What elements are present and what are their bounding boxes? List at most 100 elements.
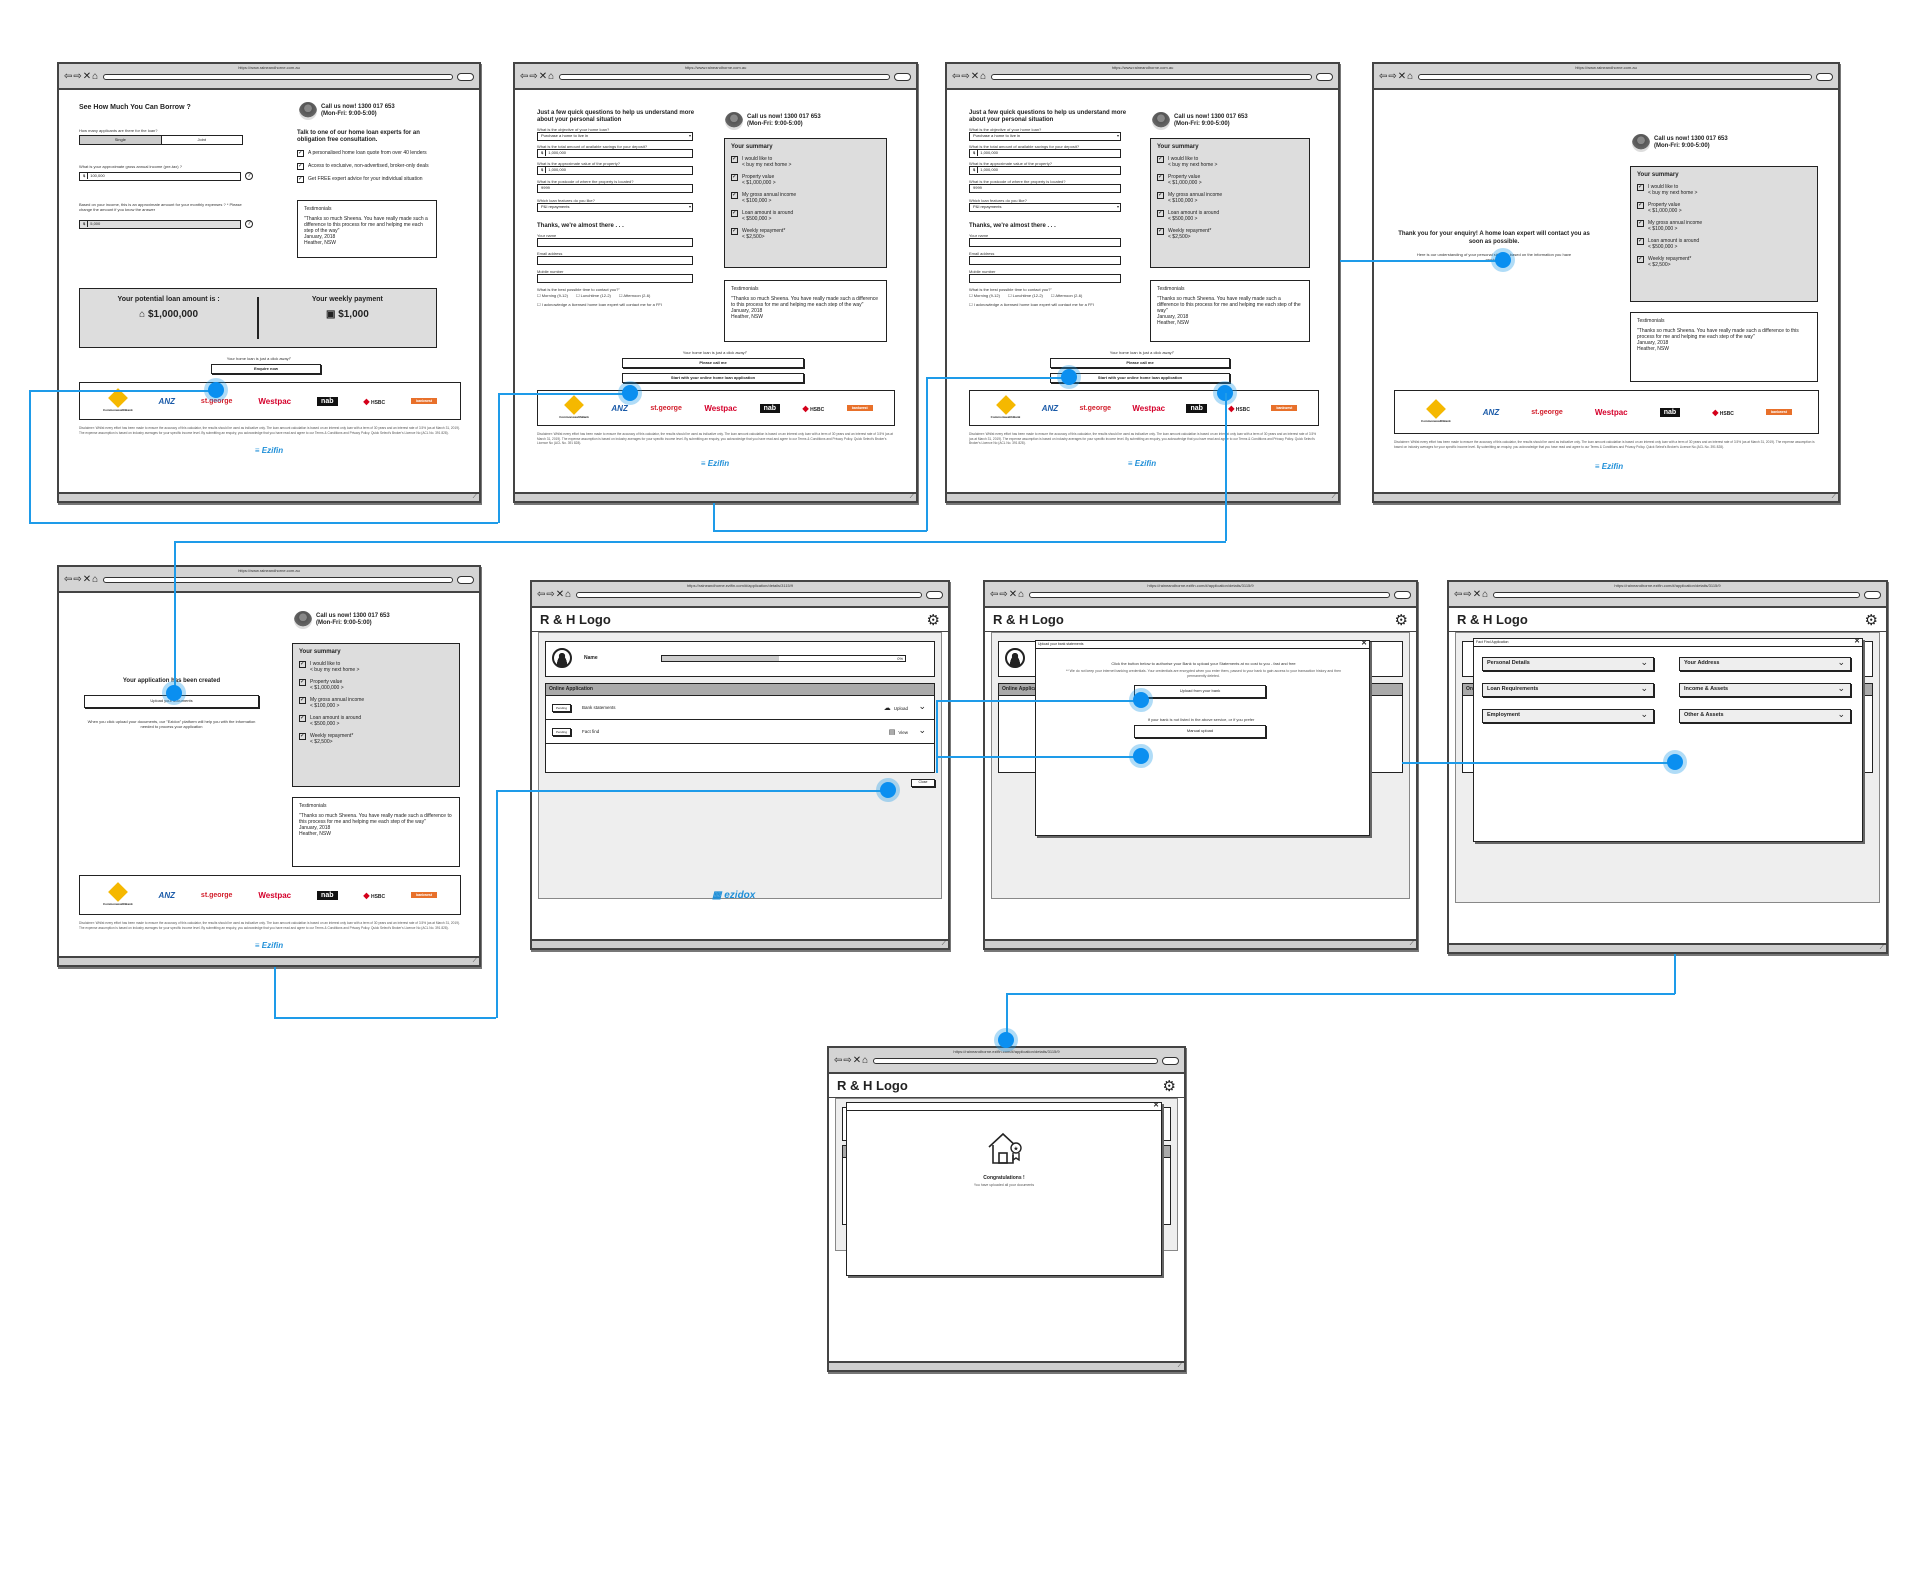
gear-icon[interactable]: ⚙ [1162, 1078, 1176, 1095]
search-icon[interactable] [1816, 73, 1833, 81]
features-select[interactable]: P&I repayments▾ [537, 203, 693, 212]
lunchtime-checkbox[interactable]: ☐ Lunchtime (12-2) [1007, 293, 1043, 298]
start-application-button[interactable]: Start with your online home loan applica… [622, 373, 804, 383]
applicants-toggle[interactable]: Single Joint [79, 135, 243, 145]
your-address-accordion[interactable]: Your Address⌄ [1679, 657, 1851, 671]
nav-icons[interactable]: ⇦⇨✕⌂ [834, 1055, 870, 1066]
address-bar[interactable] [103, 577, 453, 583]
email-input[interactable] [969, 256, 1121, 265]
hotspot-marker[interactable] [1667, 754, 1683, 770]
search-icon[interactable] [457, 73, 474, 81]
address-bar[interactable] [1029, 592, 1390, 598]
morning-checkbox[interactable]: ☐ Morning (9-12) [537, 293, 568, 298]
please-call-me-button[interactable]: Please call me [1050, 358, 1230, 368]
hotspot-marker[interactable] [1133, 748, 1149, 764]
personal-details-accordion[interactable]: Personal Details⌄ [1482, 657, 1654, 671]
search-icon[interactable] [1394, 591, 1411, 599]
chevron-down-icon[interactable]: ⌄ [918, 701, 926, 711]
gear-icon[interactable]: ⚙ [926, 612, 940, 629]
resize-grip-icon[interactable]: ⟋ [472, 494, 477, 500]
address-bar[interactable] [873, 1058, 1158, 1064]
other-assets-accordion[interactable]: Other & Assets⌄ [1679, 709, 1851, 723]
address-bar[interactable] [1418, 74, 1812, 80]
features-select[interactable]: P&I repayments▾ [969, 203, 1121, 212]
nav-icons[interactable]: ⇦⇨✕⌂ [1454, 589, 1490, 600]
lunchtime-checkbox[interactable]: ☐ Lunchtime (12-2) [575, 293, 611, 298]
acknowledge-checkbox[interactable]: ☐ I acknowledge a licensed home loan exp… [537, 302, 662, 307]
nav-icons[interactable]: ⇦⇨✕⌂ [990, 589, 1026, 600]
hotspot-marker[interactable] [1061, 369, 1077, 385]
postcode-input[interactable]: 9999 [969, 184, 1121, 193]
hotspot-marker[interactable] [998, 1032, 1014, 1048]
close-icon[interactable]: ✕ [1361, 640, 1367, 647]
savings-input[interactable]: $1,000,000 [969, 149, 1121, 158]
resize-grip-icon[interactable]: ⟋ [1879, 945, 1884, 951]
morning-checkbox[interactable]: ☐ Morning (9-12) [969, 293, 1000, 298]
please-call-me-button[interactable]: Please call me [622, 358, 804, 368]
view-action[interactable]: ▤View [888, 729, 908, 736]
close-icon[interactable]: ✕ [1854, 638, 1860, 645]
address-bar[interactable] [991, 74, 1312, 80]
start-application-button[interactable]: Start with your online home loan applica… [1050, 373, 1230, 383]
nav-icons[interactable]: ⇦⇨✕⌂ [952, 71, 988, 82]
nav-icons[interactable]: ⇦⇨✕⌂ [520, 71, 556, 82]
afternoon-checkbox[interactable]: ☐ Afternoon (2-6) [1050, 293, 1083, 298]
acknowledge-checkbox[interactable]: ☐ I acknowledge a licensed home loan exp… [969, 302, 1094, 307]
resize-grip-icon[interactable]: ⟋ [1831, 494, 1836, 500]
chevron-down-icon[interactable]: ⌄ [918, 725, 926, 735]
email-input[interactable] [537, 256, 693, 265]
nav-icons[interactable]: ⇦⇨✕⌂ [1379, 71, 1415, 82]
hotspot-marker[interactable] [622, 385, 638, 401]
objective-select[interactable]: Purchase a home to live in▾ [969, 132, 1121, 141]
resize-grip-icon[interactable]: ⟋ [1177, 1363, 1182, 1369]
search-icon[interactable] [457, 576, 474, 584]
resize-grip-icon[interactable]: ⟋ [472, 958, 477, 964]
employment-accordion[interactable]: Employment⌄ [1482, 709, 1654, 723]
income-assets-accordion[interactable]: Income & Assets⌄ [1679, 683, 1851, 697]
hotspot-marker[interactable] [166, 685, 182, 701]
postcode-input[interactable]: 9999 [537, 184, 693, 193]
name-input[interactable] [969, 238, 1121, 247]
savings-input[interactable]: $1,000,000 [537, 149, 693, 158]
single-option[interactable]: Single [80, 136, 162, 144]
upload-from-bank-button[interactable]: Upload from your bank [1134, 685, 1266, 698]
address-bar[interactable] [1493, 592, 1860, 598]
table-row[interactable]: Pending Fact find ▤View ⌄ [546, 720, 934, 744]
search-icon[interactable] [1316, 73, 1333, 81]
objective-select[interactable]: Purchase a home to live in▾ [537, 132, 693, 141]
name-input[interactable] [537, 238, 693, 247]
resize-grip-icon[interactable]: ⟋ [1331, 494, 1336, 500]
hotspot-marker[interactable] [1495, 252, 1511, 268]
close-button[interactable]: Close [911, 779, 935, 787]
property-value-input[interactable]: $1,000,000 [537, 166, 693, 175]
enquire-now-button[interactable]: Enquire now [211, 364, 321, 374]
property-value-input[interactable]: $1,000,000 [969, 166, 1121, 175]
help-icon[interactable]: ? [245, 220, 253, 228]
hotspot-marker[interactable] [1133, 692, 1149, 708]
nav-icons[interactable]: ⇦⇨✕⌂ [64, 574, 100, 585]
gear-icon[interactable]: ⚙ [1864, 612, 1878, 629]
mobile-input[interactable] [969, 274, 1121, 283]
search-icon[interactable] [1864, 591, 1881, 599]
close-icon[interactable]: ✕ [1153, 1102, 1159, 1109]
mobile-input[interactable] [537, 274, 693, 283]
joint-option[interactable]: Joint [197, 137, 206, 142]
address-bar[interactable] [559, 74, 890, 80]
search-icon[interactable] [894, 73, 911, 81]
search-icon[interactable] [926, 591, 943, 599]
table-row[interactable]: Pending Bank statements ☁Upload ⌄ [546, 696, 934, 720]
address-bar[interactable] [576, 592, 922, 598]
loan-requirements-accordion[interactable]: Loan Requirements⌄ [1482, 683, 1654, 697]
hotspot-marker[interactable] [208, 382, 224, 398]
address-bar[interactable] [103, 74, 453, 80]
upload-action[interactable]: ☁Upload [883, 705, 908, 712]
manual-upload-button[interactable]: Manual upload [1134, 725, 1266, 738]
expenses-input[interactable]: $5,000 [79, 220, 241, 229]
nav-icons[interactable]: ⇦⇨✕⌂ [64, 71, 100, 82]
nav-icons[interactable]: ⇦⇨✕⌂ [537, 589, 573, 600]
resize-grip-icon[interactable]: ⟋ [1409, 941, 1414, 947]
gear-icon[interactable]: ⚙ [1394, 612, 1408, 629]
search-icon[interactable] [1162, 1057, 1179, 1065]
resize-grip-icon[interactable]: ⟋ [941, 941, 946, 947]
help-icon[interactable]: ? [245, 172, 253, 180]
